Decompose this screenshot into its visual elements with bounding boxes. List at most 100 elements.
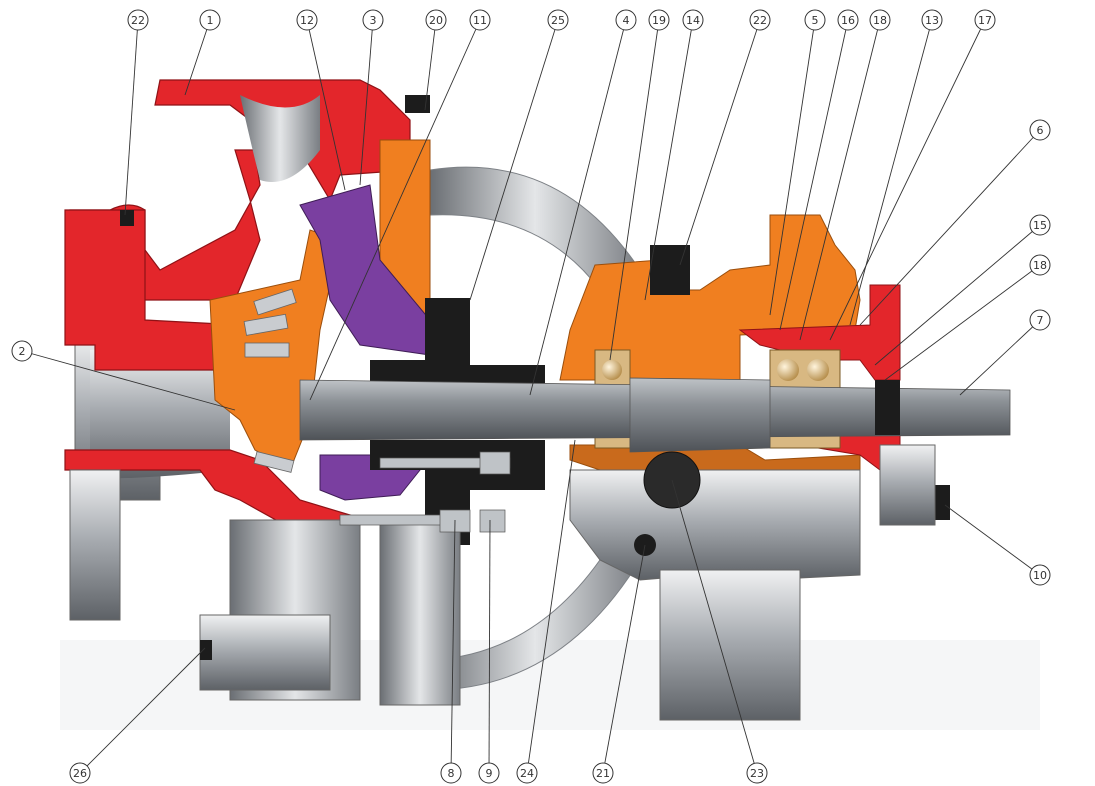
leader-line-6 [859,129,1041,326]
oil-fill-plug [650,245,690,295]
callout-circle-23 [746,762,768,784]
callout-circle-1 [199,9,221,31]
impeller-vanes [243,288,297,473]
callout-circle-22 [127,9,149,31]
callout-label: 23 [750,767,764,780]
callout-circle-8 [440,762,462,784]
callout-label: 11 [473,14,487,27]
callout-circle-18 [1029,254,1051,276]
callout-circle-6 [1029,119,1051,141]
callout-circle-4 [615,9,637,31]
leader-line-22 [679,19,761,266]
leader-line-26 [79,647,206,774]
callout-circle-18 [869,9,891,31]
leader-line-10 [944,504,1041,576]
leader-line-18 [884,264,1041,381]
leader-line-3 [359,19,374,186]
callout-label: 3 [370,14,377,27]
callout-label: 24 [520,767,534,780]
callout-circle-10 [1029,564,1051,586]
callout-circle-5 [804,9,826,31]
leader-line-17 [829,19,986,341]
callout-circle-17 [974,9,996,31]
callout-circle-14 [682,9,704,31]
callout-label: 26 [73,767,87,780]
callout-label: 16 [841,14,855,27]
leader-line-9 [488,519,491,774]
callout-label: 21 [596,767,610,780]
shaft-shoulder [629,377,771,453]
leader-line-13 [849,19,933,326]
callout-circle-12 [296,9,318,31]
leader-line-12 [306,19,346,191]
callout-circle-19 [648,9,670,31]
callout-label: 2 [19,345,26,358]
vent-plug [120,210,134,226]
casing-drain-plug [200,640,212,660]
callout-label: 10 [1033,569,1047,582]
base-block-2 [379,519,461,706]
leader-line-1 [184,19,211,96]
callout-label: 17 [978,14,992,27]
callout-circle-9 [478,762,500,784]
callout-label: 4 [623,14,630,27]
callout-label: 5 [812,14,819,27]
callout-label: 18 [873,14,887,27]
base-block [199,614,331,691]
coupling-nut-10 [935,485,950,520]
leader-line-24 [526,439,576,774]
bracket-foot [659,569,801,721]
callout-label: 22 [753,14,767,27]
leader-line-22 [124,19,139,216]
leader-line-4 [529,19,627,396]
callout-label: 9 [486,767,493,780]
callout-label: 7 [1037,314,1044,327]
callout-label: 15 [1033,219,1047,232]
callout-circle-16 [837,9,859,31]
callout-circle-24 [516,762,538,784]
callout-label: 18 [1033,259,1047,272]
callout-circle-21 [592,762,614,784]
callout-label: 12 [300,14,314,27]
callout-label: 22 [131,14,145,27]
bearing-isolator [875,380,900,435]
callout-circle-22 [749,9,771,31]
callout-label: 6 [1037,124,1044,137]
casing-foot [69,469,121,621]
callout-circle-2 [11,340,33,362]
seal-housing-upper [370,298,545,385]
leader-line-18 [799,19,881,341]
leader-line-21 [602,544,646,774]
discharge-nozzle [240,95,320,182]
leader-line-19 [609,19,660,361]
leader-line-15 [874,224,1041,366]
leader-line-16 [779,19,849,331]
leader-line-2 [21,350,236,411]
callout-circle-13 [921,9,943,31]
callout-circle-25 [547,9,569,31]
leader-line-25 [469,19,559,301]
callout-label: 19 [652,14,666,27]
leader-line-23 [671,479,758,774]
leader-line-14 [644,19,694,301]
callout-label: 20 [429,14,443,27]
callout-circle-3 [362,9,384,31]
callout-circle-15 [1029,214,1051,236]
callout-circle-26 [69,762,91,784]
leader-line-7 [959,319,1041,396]
callout-label: 14 [686,14,700,27]
suction-bore [90,348,230,479]
leader-lines [21,19,1041,774]
callout-circle-7 [1029,309,1051,331]
callout-label: 1 [207,14,214,27]
callout-label: 8 [448,767,455,780]
callout-circle-20 [425,9,447,31]
end-cap [879,444,936,526]
leader-line-20 [424,19,437,111]
casing-vent-plug [405,95,430,113]
callout-label: 25 [551,14,565,27]
leader-line-8 [450,519,456,774]
leader-line-5 [769,19,816,316]
